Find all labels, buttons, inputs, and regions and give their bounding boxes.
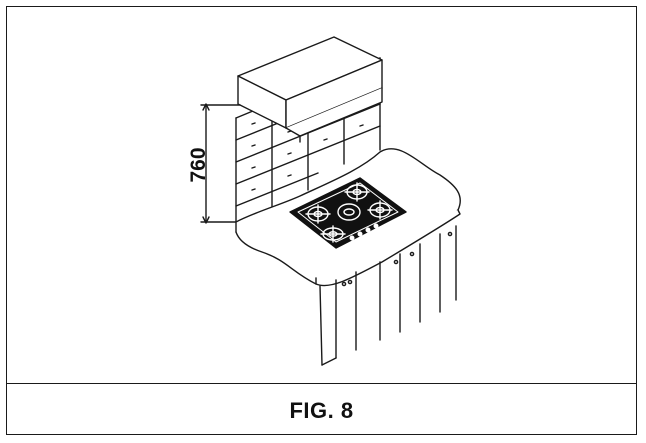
- figure-frame: FIG. 8: [6, 6, 637, 435]
- kitchen-installation-drawing: 760: [187, 36, 461, 366]
- dimension-label-760: 760: [187, 147, 210, 182]
- figure-caption: FIG. 8: [289, 398, 354, 423]
- dimension-line: [200, 103, 241, 224]
- caption-divider: [7, 383, 636, 384]
- gas-hob: [289, 177, 407, 249]
- base-cabinets: [319, 225, 457, 366]
- cooker-hood: [237, 36, 383, 143]
